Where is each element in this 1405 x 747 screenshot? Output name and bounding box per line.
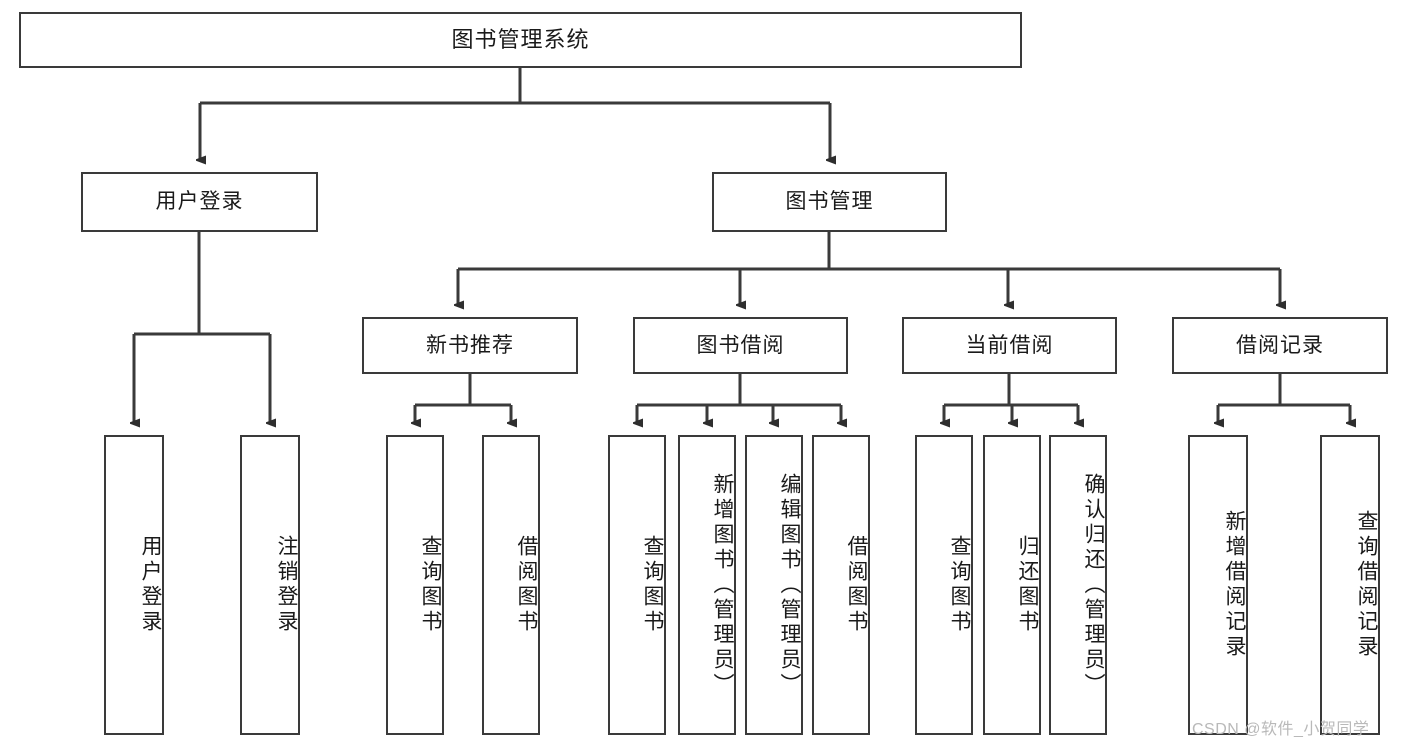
node-book-borrow[interactable]: 图书借阅 (633, 317, 848, 374)
leaf-record-add-record[interactable]: 新增借阅记录 (1188, 435, 1248, 735)
node-label: 图书管理系统 (451, 26, 590, 52)
node-label: 查询图书 (419, 535, 442, 635)
node-label: 查询图书 (948, 535, 971, 635)
leaf-borrow-edit-book-admin[interactable]: 编辑图书（管理员） (745, 435, 803, 735)
node-label: 当前借阅 (965, 333, 1054, 357)
node-label: 图书借阅 (696, 333, 785, 357)
leaf-user-login[interactable]: 用户登录 (104, 435, 164, 735)
node-label: 归还图书 (1016, 535, 1039, 635)
node-label: 新增借阅记录 (1223, 510, 1246, 660)
node-label: 编辑图书（管理员） (778, 472, 801, 698)
node-label: 查询借阅记录 (1355, 510, 1378, 660)
node-label: 确认归还（管理员） (1082, 472, 1105, 698)
node-book-management[interactable]: 图书管理 (712, 172, 947, 232)
node-label: 借阅图书 (515, 535, 538, 635)
leaf-borrow-query-book[interactable]: 查询图书 (608, 435, 666, 735)
leaf-recommend-borrow-book[interactable]: 借阅图书 (482, 435, 540, 735)
node-new-book-recommend[interactable]: 新书推荐 (362, 317, 578, 374)
node-label: 新书推荐 (426, 333, 514, 357)
leaf-record-query-record[interactable]: 查询借阅记录 (1320, 435, 1380, 735)
leaf-recommend-query-book[interactable]: 查询图书 (386, 435, 444, 735)
leaf-borrow-add-book-admin[interactable]: 新增图书（管理员） (678, 435, 736, 735)
leaf-user-logout[interactable]: 注销登录 (240, 435, 300, 735)
node-label: 查询图书 (641, 535, 664, 635)
leaf-borrow-borrow-book[interactable]: 借阅图书 (812, 435, 870, 735)
watermark-text: CSDN @软件_小贺同学 (1192, 721, 1370, 738)
node-root-book-management-system[interactable]: 图书管理系统 (19, 12, 1022, 68)
node-label: 借阅记录 (1236, 333, 1324, 357)
node-label: 图书管理 (785, 190, 874, 214)
node-user-login[interactable]: 用户登录 (81, 172, 318, 232)
node-label: 新增图书（管理员） (711, 472, 734, 698)
node-label: 用户登录 (155, 190, 244, 214)
leaf-current-query-book[interactable]: 查询图书 (915, 435, 973, 735)
node-label: 借阅图书 (845, 535, 868, 635)
node-current-borrow[interactable]: 当前借阅 (902, 317, 1117, 374)
node-label: 注销登录 (275, 535, 298, 635)
leaf-current-return-book[interactable]: 归还图书 (983, 435, 1041, 735)
node-borrow-record[interactable]: 借阅记录 (1172, 317, 1388, 374)
node-label: 用户登录 (139, 535, 162, 635)
leaf-current-confirm-return-admin[interactable]: 确认归还（管理员） (1049, 435, 1107, 735)
